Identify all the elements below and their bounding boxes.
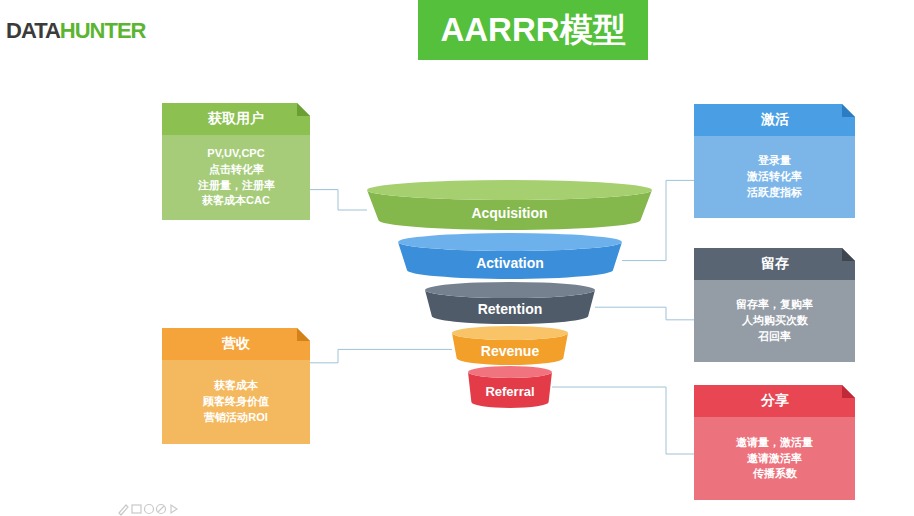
funnel-layer: Activation (398, 233, 622, 279)
callout-heading: 营收 (162, 328, 310, 360)
funnel-layer: Revenue (452, 326, 568, 365)
callout-header-fill (162, 103, 310, 135)
callout-body: 邀请量，激活量 邀请激活率 传播系数 (694, 417, 855, 500)
block-icon (158, 506, 164, 512)
callout-body-fill (162, 135, 310, 220)
title-banner: AARRR模型 (418, 0, 648, 60)
callout-heading: 分享 (694, 385, 855, 417)
folded-corner (842, 385, 855, 398)
callout-body-text: 邀请量，激活量 邀请激活率 传播系数 (730, 435, 820, 483)
callout-header-fill (694, 104, 855, 136)
play-icon (171, 505, 177, 513)
funnel-label-area: Activation (398, 247, 622, 280)
funnel-label-area: Acquisition (367, 195, 652, 230)
page-icon (132, 505, 141, 513)
callout-body: 登录量 激活转化率 活跃度指标 (694, 136, 855, 218)
logo-text: DATA (6, 18, 60, 43)
info-callout: 获取用户 PV,UV,CPC 点击转化率 注册量，注册率 获客成本CAC (162, 103, 310, 220)
funnel-label: Activation (476, 255, 544, 271)
folded-corner (842, 248, 855, 261)
funnel-top (367, 180, 652, 200)
leader-line (310, 190, 367, 210)
callout-heading: 留存 (694, 248, 855, 280)
logo: DATAHUNTER (6, 18, 146, 44)
callout-body: 获客成本 顾客终身价值 营销活动ROI (162, 360, 310, 444)
info-callout: 营收获客成本 顾客终身价值 营销活动ROI (162, 328, 310, 444)
funnel-top (468, 366, 552, 378)
leader-line (552, 387, 694, 454)
folded-corner (297, 103, 310, 116)
block-icon (157, 505, 166, 514)
funnel-layer: Acquisition (367, 180, 652, 230)
funnel-top (398, 233, 622, 251)
callout-body-fill (694, 280, 855, 362)
callout-body-text: 登录量 激活转化率 活跃度指标 (735, 153, 815, 201)
funnel-top (452, 326, 568, 340)
funnel-label: Revenue (481, 343, 539, 359)
circle-icon (145, 505, 154, 514)
callout-body-fill (694, 136, 855, 218)
callout-body-fill (694, 417, 855, 500)
callout-header-fill (694, 385, 855, 417)
funnel-label-area: Referral (468, 375, 552, 408)
toolbar-icons (119, 505, 177, 516)
info-callout: 激活登录量 激活转化率 活跃度指标 (694, 104, 855, 218)
funnel-label-area: Retention (425, 294, 595, 324)
folded-corner (297, 328, 310, 341)
callout-body-text: PV,UV,CPC 点击转化率 注册量，注册率 获客成本CAC (186, 146, 286, 210)
leader-line (595, 307, 694, 320)
funnel-top (425, 282, 595, 298)
leader-line (310, 349, 452, 362)
callout-body: PV,UV,CPC 点击转化率 注册量，注册率 获客成本CAC (162, 135, 310, 220)
funnel-label: Retention (478, 301, 543, 317)
callout-body: 留存率，复购率 人均购买次数 召回率 (694, 280, 855, 362)
callout-body-text: 获客成本 顾客终身价值 营销活动ROI (194, 378, 279, 426)
logo-text: HUNTER (60, 18, 146, 43)
info-callout: 分享邀请量，激活量 邀请激活率 传播系数 (694, 385, 855, 500)
funnel-label: Referral (485, 384, 534, 399)
pencil-icon (119, 505, 128, 515)
callout-heading: 获取用户 (162, 103, 310, 135)
funnel-layer: Referral (468, 366, 552, 408)
connectors (310, 180, 694, 454)
folded-corner (842, 104, 855, 117)
callout-header-fill (694, 248, 855, 280)
callout-body-fill (162, 360, 310, 444)
callout-heading: 激活 (694, 104, 855, 136)
funnel-label-area: Revenue (452, 337, 568, 366)
info-callout: 留存留存率，复购率 人均购买次数 召回率 (694, 248, 855, 362)
funnel-label: Acquisition (471, 205, 547, 221)
callout-body-text: 留存率，复购率 人均购买次数 召回率 (732, 297, 817, 345)
funnel-layer: Retention (425, 282, 595, 324)
callout-header-fill (162, 328, 310, 360)
